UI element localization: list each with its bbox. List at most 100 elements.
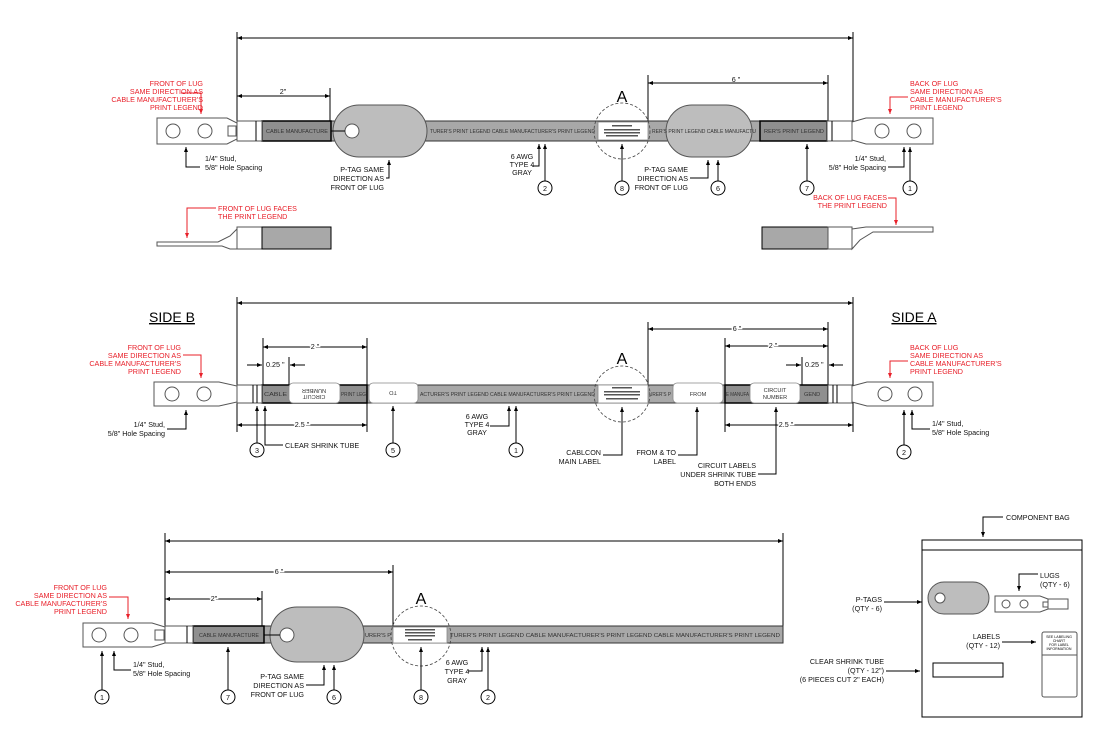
p-tag-right — [665, 104, 753, 158]
svg-text:UNDER SHRINK TUBE: UNDER SHRINK TUBE — [680, 470, 756, 479]
svg-text:BACK OF LUG: BACK OF LUG — [910, 343, 959, 352]
svg-text:2: 2 — [486, 693, 490, 702]
print-legend: RER'S PRINT LEGEND CABLE MANUFACTU — [652, 129, 756, 135]
svg-text:THE PRINT LEGEND: THE PRINT LEGEND — [218, 212, 287, 221]
svg-text:1/4" Stud,: 1/4" Stud, — [134, 420, 165, 429]
svg-text:2: 2 — [902, 448, 906, 457]
ptag-note-left: P-TAG SAME DIRECTION AS FRONT OF LUG — [331, 160, 391, 192]
callout-6 — [710, 180, 726, 196]
print-legend: E MANUFA — [726, 392, 749, 398]
bag-lug — [994, 595, 1069, 613]
svg-text:1/4" Stud,: 1/4" Stud, — [932, 419, 963, 428]
callout-1 — [902, 180, 918, 196]
svg-text:PRINT LEGEND: PRINT LEGEND — [910, 367, 963, 376]
svg-text:NUMBER: NUMBER — [763, 395, 787, 401]
svg-text:SAME DIRECTION AS: SAME DIRECTION AS — [910, 351, 983, 360]
from-to-note: FROM & TO LABEL — [636, 407, 699, 466]
circuit-number-label-right — [749, 382, 801, 404]
svg-text:P-TAG SAME: P-TAG SAME — [644, 165, 688, 174]
callout-7 — [799, 180, 815, 196]
svg-text:FROM: FROM — [690, 392, 707, 398]
svg-text:6 AWG: 6 AWG — [511, 152, 534, 161]
detail-a-circle — [593, 102, 651, 160]
svg-text:NUMBER: NUMBER — [302, 387, 326, 393]
print-legend: RER'S PRINT LEGEND — [764, 129, 824, 135]
svg-text:PRINT LEGEND: PRINT LEGEND — [150, 103, 203, 112]
svg-text:2: 2 — [543, 184, 547, 193]
svg-text:PRINT LEGEND: PRINT LEGEND — [910, 103, 963, 112]
svg-text:LUGS: LUGS — [1040, 571, 1060, 580]
stud-note-right: 1/4" Stud, 5/8" Hole Spacing — [829, 147, 906, 172]
callout-2 — [896, 444, 912, 460]
svg-text:(QTY - 6): (QTY - 6) — [1040, 580, 1070, 589]
svg-text:TYPE 4: TYPE 4 — [510, 160, 535, 169]
svg-text:CIRCUIT: CIRCUIT — [764, 388, 787, 394]
svg-text:P-TAG SAME: P-TAG SAME — [260, 672, 304, 681]
svg-text:PRINT LEGEND: PRINT LEGEND — [54, 607, 107, 616]
svg-text:1/4" Stud,: 1/4" Stud, — [855, 154, 886, 163]
panel-bottom-assembly: 6 " 2" CABLE MANUFACTURE URER'S P TURER'… — [15, 533, 784, 705]
front-lug-note: FRONT OF LUG SAME DIRECTION AS CABLE MAN… — [15, 583, 130, 619]
callout-1 — [508, 442, 524, 458]
callout-8 — [413, 689, 429, 705]
svg-text:SAME DIRECTION AS: SAME DIRECTION AS — [34, 591, 107, 600]
wire-note: 6 AWG TYPE 4 GRAY — [465, 406, 511, 437]
svg-text:FRONT OF LUG: FRONT OF LUG — [128, 343, 182, 352]
svg-text:DIRECTION AS: DIRECTION AS — [637, 174, 688, 183]
svg-text:FRONT OF LUG: FRONT OF LUG — [635, 183, 689, 192]
svg-text:6: 6 — [716, 184, 720, 193]
lug-left — [82, 622, 194, 648]
panel-middle-assembly: SIDE B SIDE A 2 " 0.25 " 2.5 " 6 " 2 " 0… — [89, 297, 1002, 488]
print-legend: TURER'S PRINT LEGEND CABLE MANUFACTURER'… — [430, 129, 595, 135]
svg-text:LABEL: LABEL — [654, 457, 676, 466]
dim-2in-right: 2 " — [769, 341, 778, 350]
svg-text:1/4" Stud,: 1/4" Stud, — [133, 660, 164, 669]
lug-side-view-front: FRONT OF LUG FACES THE PRINT LEGEND — [156, 204, 332, 250]
svg-text:P-TAGS: P-TAGS — [856, 595, 882, 604]
stud-note-right: 1/4" Stud, 5/8" Hole Spacing — [910, 410, 989, 437]
svg-text:FRONT OF LUG: FRONT OF LUG — [331, 183, 385, 192]
side-b-label: SIDE B — [149, 309, 195, 325]
dim-2in: 2" — [280, 87, 287, 96]
bag-p-tag — [927, 581, 990, 615]
wire-note: 6 AWG TYPE 4 GRAY — [510, 144, 541, 177]
svg-text:DIRECTION AS: DIRECTION AS — [333, 174, 384, 183]
detail-a-label: A — [617, 351, 628, 368]
svg-text:5/8" Hole Spacing: 5/8" Hole Spacing — [932, 428, 989, 437]
back-lug-note: BACK OF LUG SAME DIRECTION AS CABLE MANU… — [888, 343, 1002, 378]
print-legend: CABLE MANUFACTURE — [199, 633, 259, 639]
svg-text:GRAY: GRAY — [512, 168, 532, 177]
bag-shrink-tube — [932, 662, 1004, 678]
side-a-label: SIDE A — [891, 309, 937, 325]
detail-a-label: A — [416, 591, 427, 608]
callout-2 — [480, 689, 496, 705]
lug-side-view-back: BACK OF LUG FACES THE PRINT LEGEND — [761, 193, 934, 251]
svg-text:6 AWG: 6 AWG — [466, 412, 489, 421]
lug-left — [153, 381, 263, 407]
svg-text:6: 6 — [332, 693, 336, 702]
svg-text:5/8" Hole Spacing: 5/8" Hole Spacing — [829, 163, 886, 172]
svg-text:SAME DIRECTION AS: SAME DIRECTION AS — [130, 87, 203, 96]
svg-text:(QTY - 12"): (QTY - 12") — [848, 666, 884, 675]
dim-6in: 6 " — [732, 75, 741, 84]
cablcon-main-label — [597, 121, 649, 141]
svg-text:6 AWG: 6 AWG — [446, 658, 469, 667]
print-legend: GEND — [804, 392, 820, 398]
component-bag-label: COMPONENT BAG — [1006, 513, 1070, 522]
clear-shrink-tube-note: CLEAR SHRINK TUBE — [285, 441, 359, 450]
dim-2in: 2" — [211, 594, 218, 603]
svg-text:CIRCUIT LABELS: CIRCUIT LABELS — [698, 461, 756, 470]
callout-5 — [385, 442, 401, 458]
wire-note: 6 AWG TYPE 4 GRAY — [445, 647, 484, 685]
print-legend: ACTURER'S PRINT LEGEND CABLE MANUFACTURE… — [420, 392, 595, 398]
component-bag: COMPONENT BAG LUGS (QTY - 6) P-TAGS (QTY… — [800, 513, 1083, 718]
svg-text:DIRECTION AS: DIRECTION AS — [253, 681, 304, 690]
lug-right — [827, 381, 934, 407]
callout-3 — [249, 442, 265, 458]
svg-text:5: 5 — [391, 446, 395, 455]
dim-6in: 6 " — [733, 324, 742, 333]
dim-2in-left: 2 " — [311, 342, 320, 351]
circuit-number-label-left — [288, 382, 341, 404]
from-label — [672, 382, 724, 404]
